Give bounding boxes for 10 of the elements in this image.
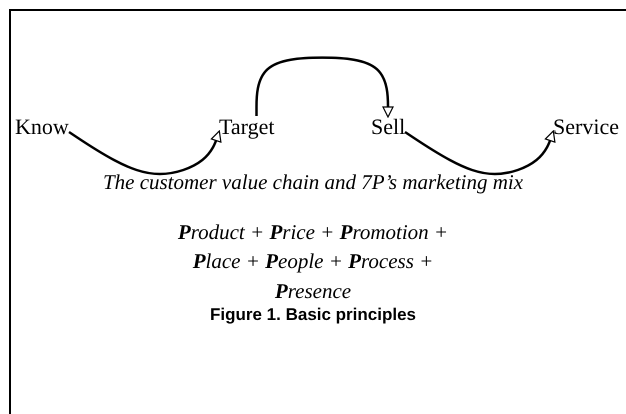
figure-caption: Figure 1. Basic principles — [209, 305, 417, 325]
curved-arrow — [68, 130, 222, 176]
curved-arrow — [404, 130, 556, 176]
stage-label: Sell — [371, 116, 406, 138]
stage-label: Service — [553, 116, 619, 138]
curved-arrow — [255, 56, 394, 118]
stage-label: Target — [219, 116, 274, 138]
subtitle-text: The customer value chain and 7P’s marketing mix — [102, 170, 524, 196]
stage-label: Know — [15, 116, 69, 138]
formula-text: Product + Price + Promotion + Place + People + Process + Presence — [176, 219, 450, 305]
